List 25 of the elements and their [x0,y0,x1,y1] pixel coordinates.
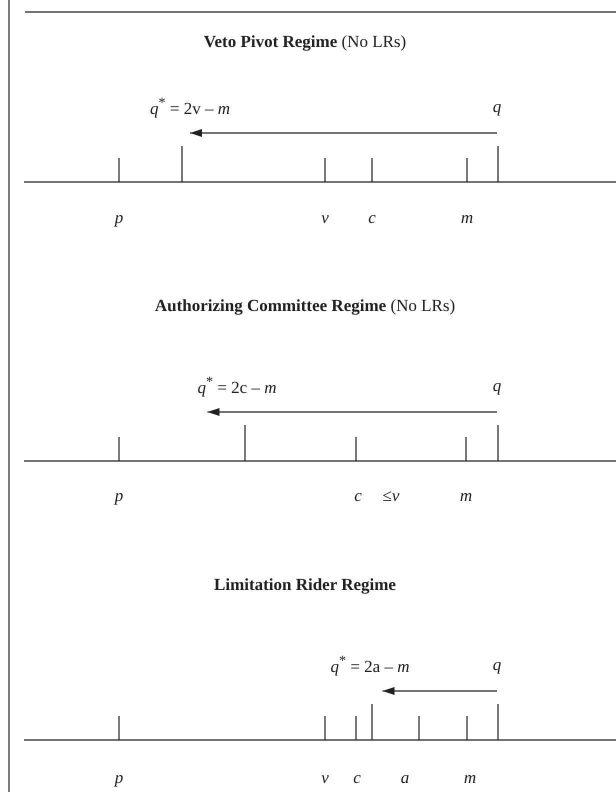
tick-label: m [460,208,474,228]
formula-label: q [492,655,502,675]
arrow [208,408,497,416]
arrow [190,129,497,137]
tick-label: c [353,768,361,788]
tick-label: a [400,768,410,788]
formula-label: q [492,97,502,117]
tick-label: m [460,486,472,506]
tick-label: v [321,208,329,228]
tick-label: p [114,208,124,228]
panel-heading: Limitation Rider Regime [214,575,396,595]
formula-label: q$^{*}$ = 2v – m [150,95,230,119]
tick-label: p [114,486,124,506]
tick-label: c [354,486,362,506]
tick-label: m [464,768,476,788]
formula-label: q$^{*}$ = 2c – m [198,374,276,398]
formula-label: q [492,376,502,396]
tick-label: c [368,208,376,228]
arrow [382,687,497,695]
tick-label: ≤v [382,486,400,506]
tick-label: p [114,768,124,788]
formula-label: q$^{*}$ = 2a – m [330,653,410,677]
tick-label: v [321,768,329,788]
panel-heading: Authorizing Committee Regime (No LRs) [154,296,456,316]
panel-heading: Veto Pivot Regime (No LRs) [204,32,406,52]
